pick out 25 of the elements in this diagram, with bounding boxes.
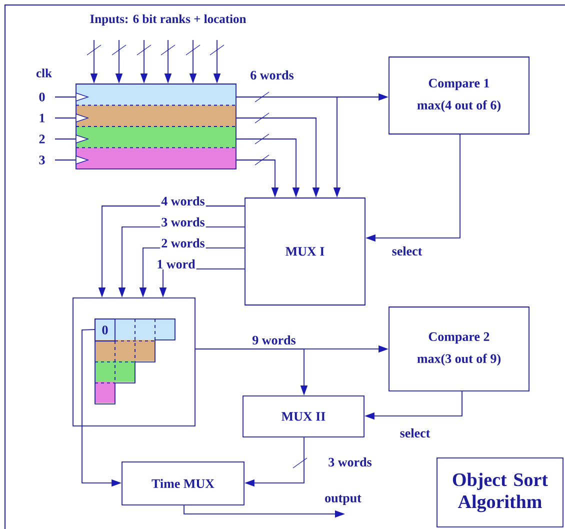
edge-label: 9 words bbox=[251, 334, 297, 346]
mux-box: MUX I bbox=[244, 198, 366, 306]
edge-label: 1 word bbox=[156, 258, 196, 270]
row-number: 3 bbox=[39, 156, 45, 164]
register-box bbox=[76, 84, 236, 170]
row-number: 1 bbox=[40, 114, 45, 122]
mux-box: MUX II bbox=[242, 396, 364, 438]
compare-box: Compare 2 max(3 out of 9) bbox=[388, 306, 530, 392]
edge-label: select bbox=[398, 427, 432, 439]
title-box: Object Sort Algorithm bbox=[436, 458, 564, 528]
edge-label: 6 words bbox=[249, 69, 295, 81]
compare-box: Compare 1 max(4 out of 6) bbox=[388, 56, 530, 134]
clock-label: clk bbox=[36, 68, 52, 78]
edge-label: select bbox=[390, 245, 424, 257]
edge-label: output bbox=[324, 494, 362, 506]
row-number: 0 bbox=[39, 92, 45, 102]
edge-label: 2 words bbox=[160, 237, 206, 249]
row-number: 2 bbox=[39, 134, 45, 144]
cell-label: 0 bbox=[102, 326, 108, 334]
mux-box: Time MUX bbox=[122, 462, 244, 506]
heading: Inputs: 6 bit ranks + location bbox=[90, 14, 246, 26]
buffer-box bbox=[72, 298, 196, 426]
edge-label: 3 words bbox=[160, 216, 206, 228]
edge-label: 4 words bbox=[160, 195, 206, 207]
edge-label: 3 words bbox=[327, 456, 373, 468]
